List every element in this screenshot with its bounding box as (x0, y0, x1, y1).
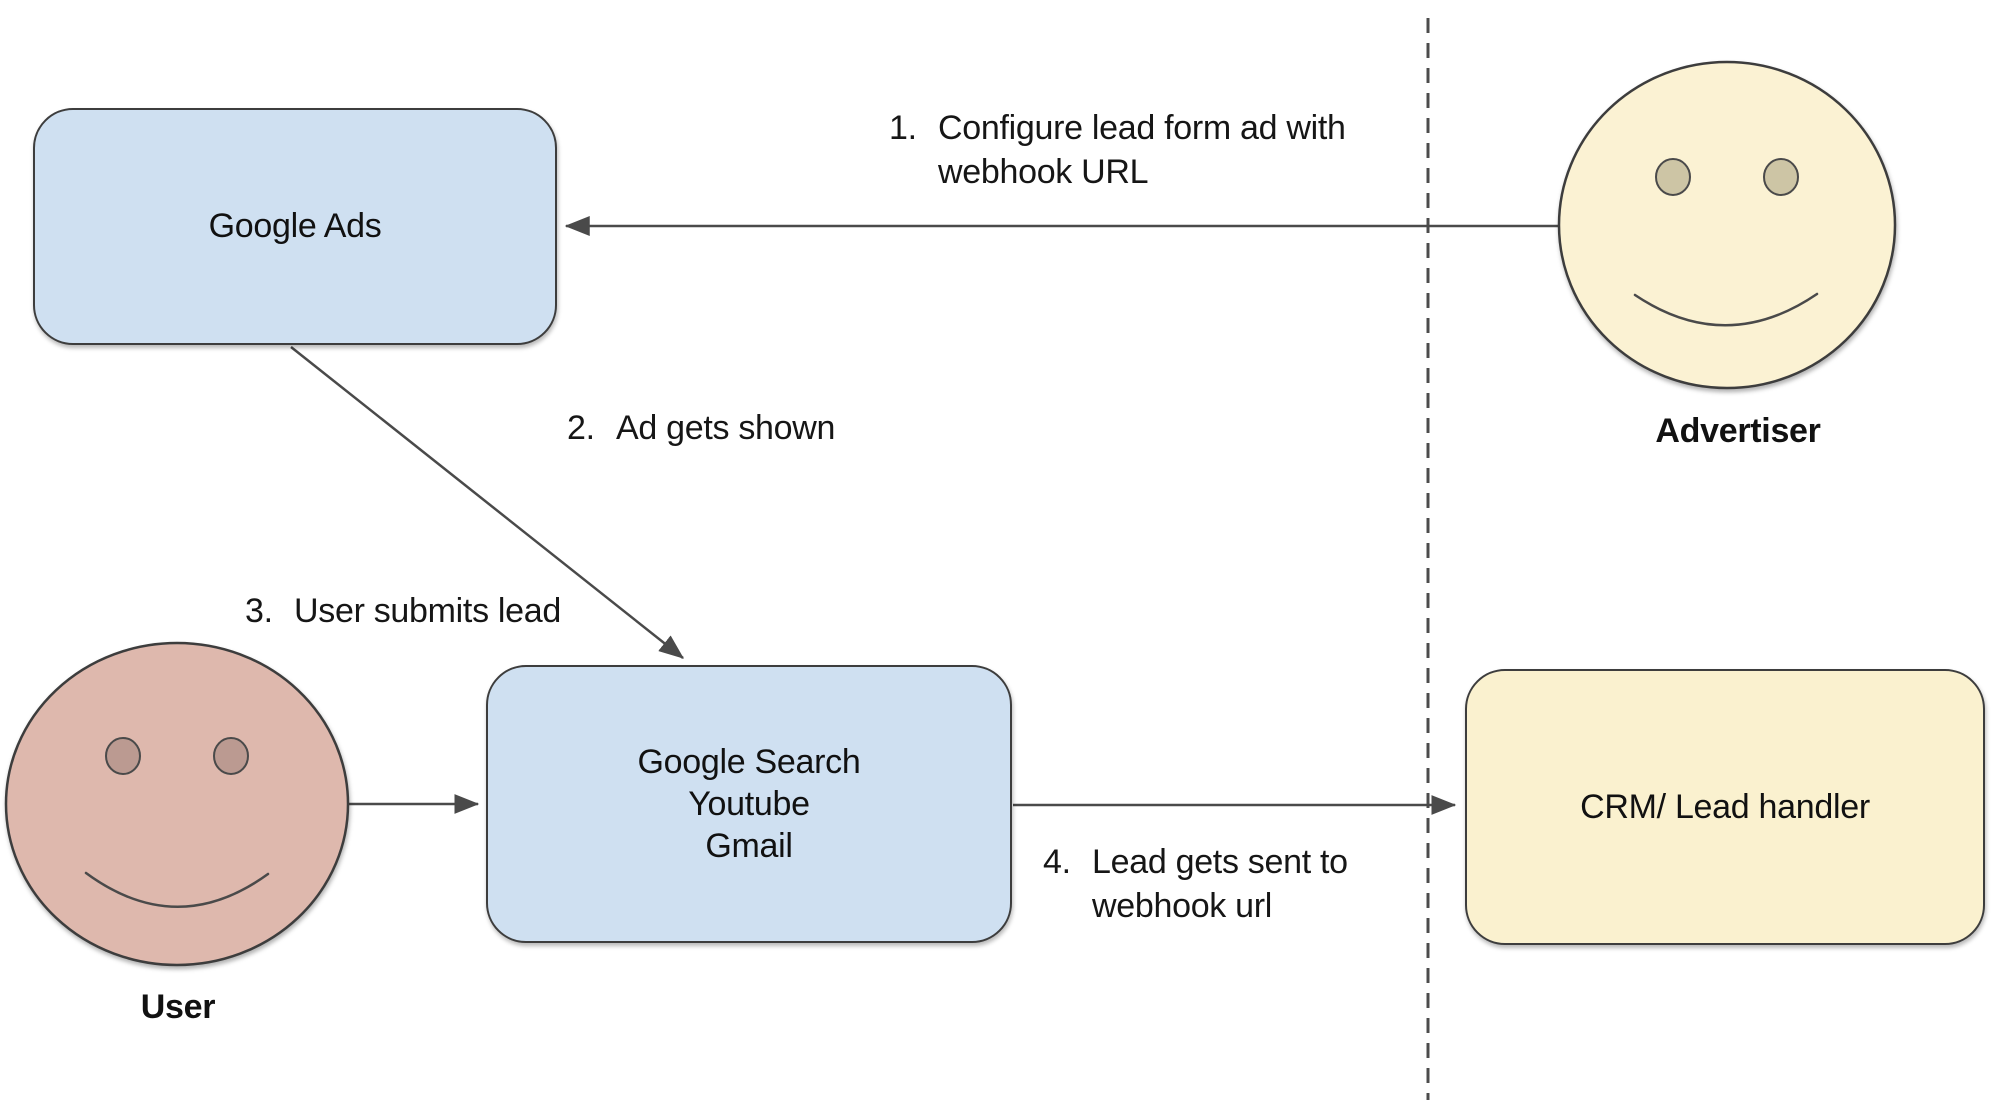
node-google-properties-line: Google Search (637, 743, 861, 781)
user-caption: User (140, 988, 216, 1026)
advertiser-caption: Advertiser (1655, 412, 1821, 450)
node-google-ads: Google Ads (33, 108, 557, 345)
node-google-properties: Google Search Youtube Gmail (486, 665, 1012, 943)
advertiser-right-eye (1763, 158, 1799, 196)
user-left-eye (105, 737, 141, 775)
advertiser-smile (1633, 292, 1819, 327)
step-4-text: webhook url (1092, 887, 1273, 925)
user-smile (84, 871, 270, 908)
step-label-2: 2. Ad gets shown (567, 406, 835, 450)
user-face (4, 641, 350, 967)
step-4-text: Lead gets sent to (1092, 843, 1348, 881)
step-1-text: webhook URL (938, 153, 1149, 191)
advertiser-head (1557, 60, 1897, 390)
step-4-number: 4. (1043, 843, 1071, 881)
step-1-text: Configure lead form ad with (938, 109, 1346, 147)
user-right-eye (213, 737, 249, 775)
node-google-properties-line: Youtube (688, 785, 810, 823)
step-3-text: User submits lead (294, 592, 561, 630)
node-google-properties-line: Gmail (705, 827, 793, 865)
step-1-number: 1. (889, 109, 917, 147)
step-label-4: 4. Lead gets sent to webhook url (1043, 840, 1348, 928)
step-label-1: 1. Configure lead form ad with webhook U… (889, 106, 1346, 194)
advertiser-face (1557, 60, 1897, 390)
step-2-text: Ad gets shown (616, 409, 836, 447)
step-label-3: 3. User submits lead (245, 589, 561, 633)
arrow-ad-gets-shown (290, 346, 684, 659)
node-crm-lead-handler: CRM/ Lead handler (1465, 669, 1985, 945)
node-crm-label: CRM/ Lead handler (1580, 787, 1870, 826)
advertiser-left-eye (1655, 158, 1691, 196)
node-google-ads-label: Google Ads (208, 207, 382, 245)
user-head (4, 641, 350, 967)
step-2-number: 2. (567, 409, 595, 447)
step-3-number: 3. (245, 592, 273, 630)
